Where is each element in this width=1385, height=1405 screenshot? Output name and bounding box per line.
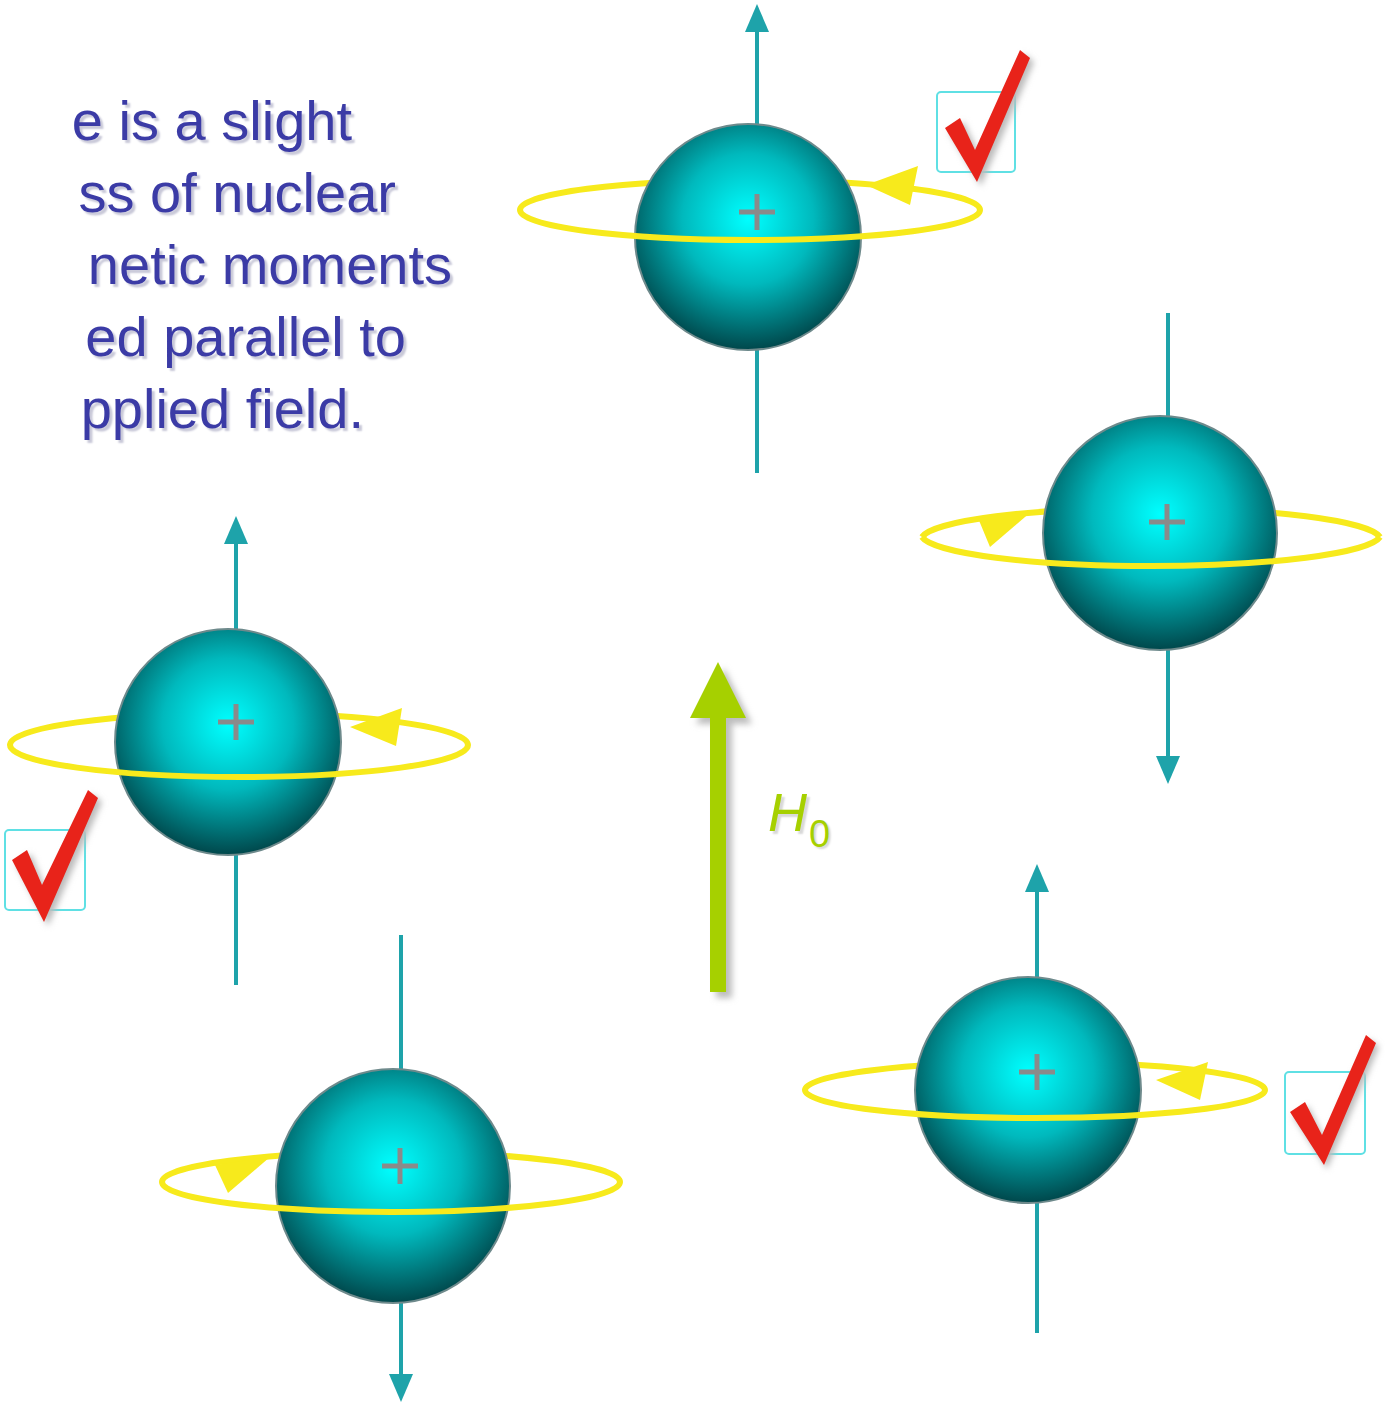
caption-line: pplied field.: [81, 381, 364, 437]
caption-line: e is a slight: [72, 93, 352, 149]
nucleus-up: [10, 516, 468, 985]
field-subscript: 0: [809, 815, 830, 853]
caption-line: netic moments: [88, 237, 452, 293]
nucleus-down: [922, 313, 1380, 784]
caption-line: ed parallel to: [85, 309, 406, 365]
nucleus-up: [805, 864, 1265, 1333]
field-symbol: H: [768, 785, 807, 839]
check-mark: [5, 790, 102, 926]
caption-line: ss of nuclear: [79, 165, 397, 221]
check-mark: [937, 50, 1034, 186]
nucleus-up: [520, 4, 980, 473]
field-arrow: [690, 662, 752, 998]
check-mark: [1285, 1035, 1379, 1169]
nucleus-down: [162, 935, 620, 1402]
